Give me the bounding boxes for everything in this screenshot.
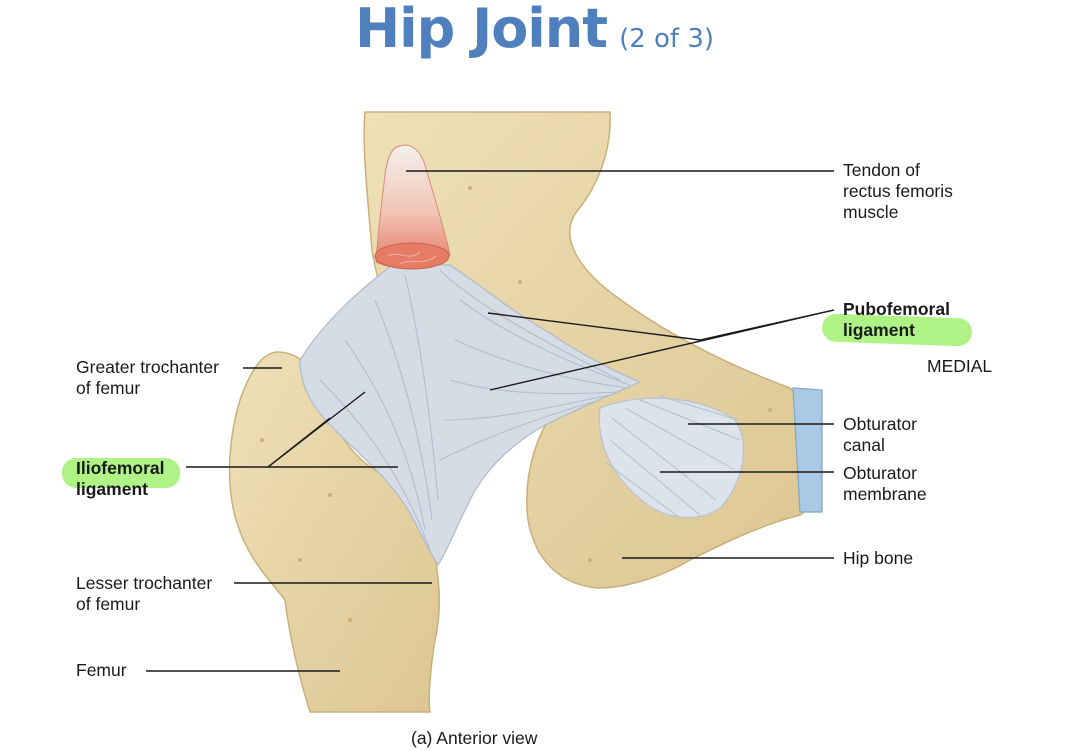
leader-iliofemoral-3	[267, 417, 331, 468]
ligament-fibers	[319, 269, 631, 551]
label-pubofemoral-ligament: Pubofemoral ligament	[843, 299, 950, 340]
title-main: Hip Joint	[354, 0, 608, 60]
label-iliofemoral-ligament: Iliofemoral ligament	[76, 458, 165, 499]
iliofemoral-highlight	[62, 458, 180, 488]
pubic-cartilage	[792, 387, 823, 513]
bone-texture	[260, 186, 772, 622]
label-obturator-membrane: Obturator membrane	[843, 463, 927, 504]
label-femur: Femur	[76, 660, 127, 680]
label-medial: MEDIAL	[927, 356, 993, 376]
leader-pubofemoral-1	[487, 312, 701, 341]
page-title: Hip Joint (2 of 3)	[0, 0, 1069, 62]
femur-shape	[228, 351, 440, 713]
obturator-membrane-fibers	[604, 395, 741, 519]
label-hip-bone: Hip bone	[843, 548, 914, 568]
label-obturator-canal: Obturator canal	[843, 414, 917, 455]
leader-pubofemoral-3	[489, 309, 835, 391]
label-greater-trochanter: Greater trochanter of femur	[76, 357, 219, 398]
figure-caption: (a) Anterior view	[411, 728, 538, 748]
title-subtitle: (2 of 3)	[619, 24, 715, 54]
leader-lines	[146, 170, 835, 672]
label-lesser-trochanter: Lesser trochanter of femur	[76, 573, 213, 614]
label-tendon-rectus-femoris: Tendon of rectus femoris muscle	[843, 160, 953, 222]
obturator-membrane-shape	[598, 397, 745, 518]
ligament-capsule	[299, 264, 642, 567]
